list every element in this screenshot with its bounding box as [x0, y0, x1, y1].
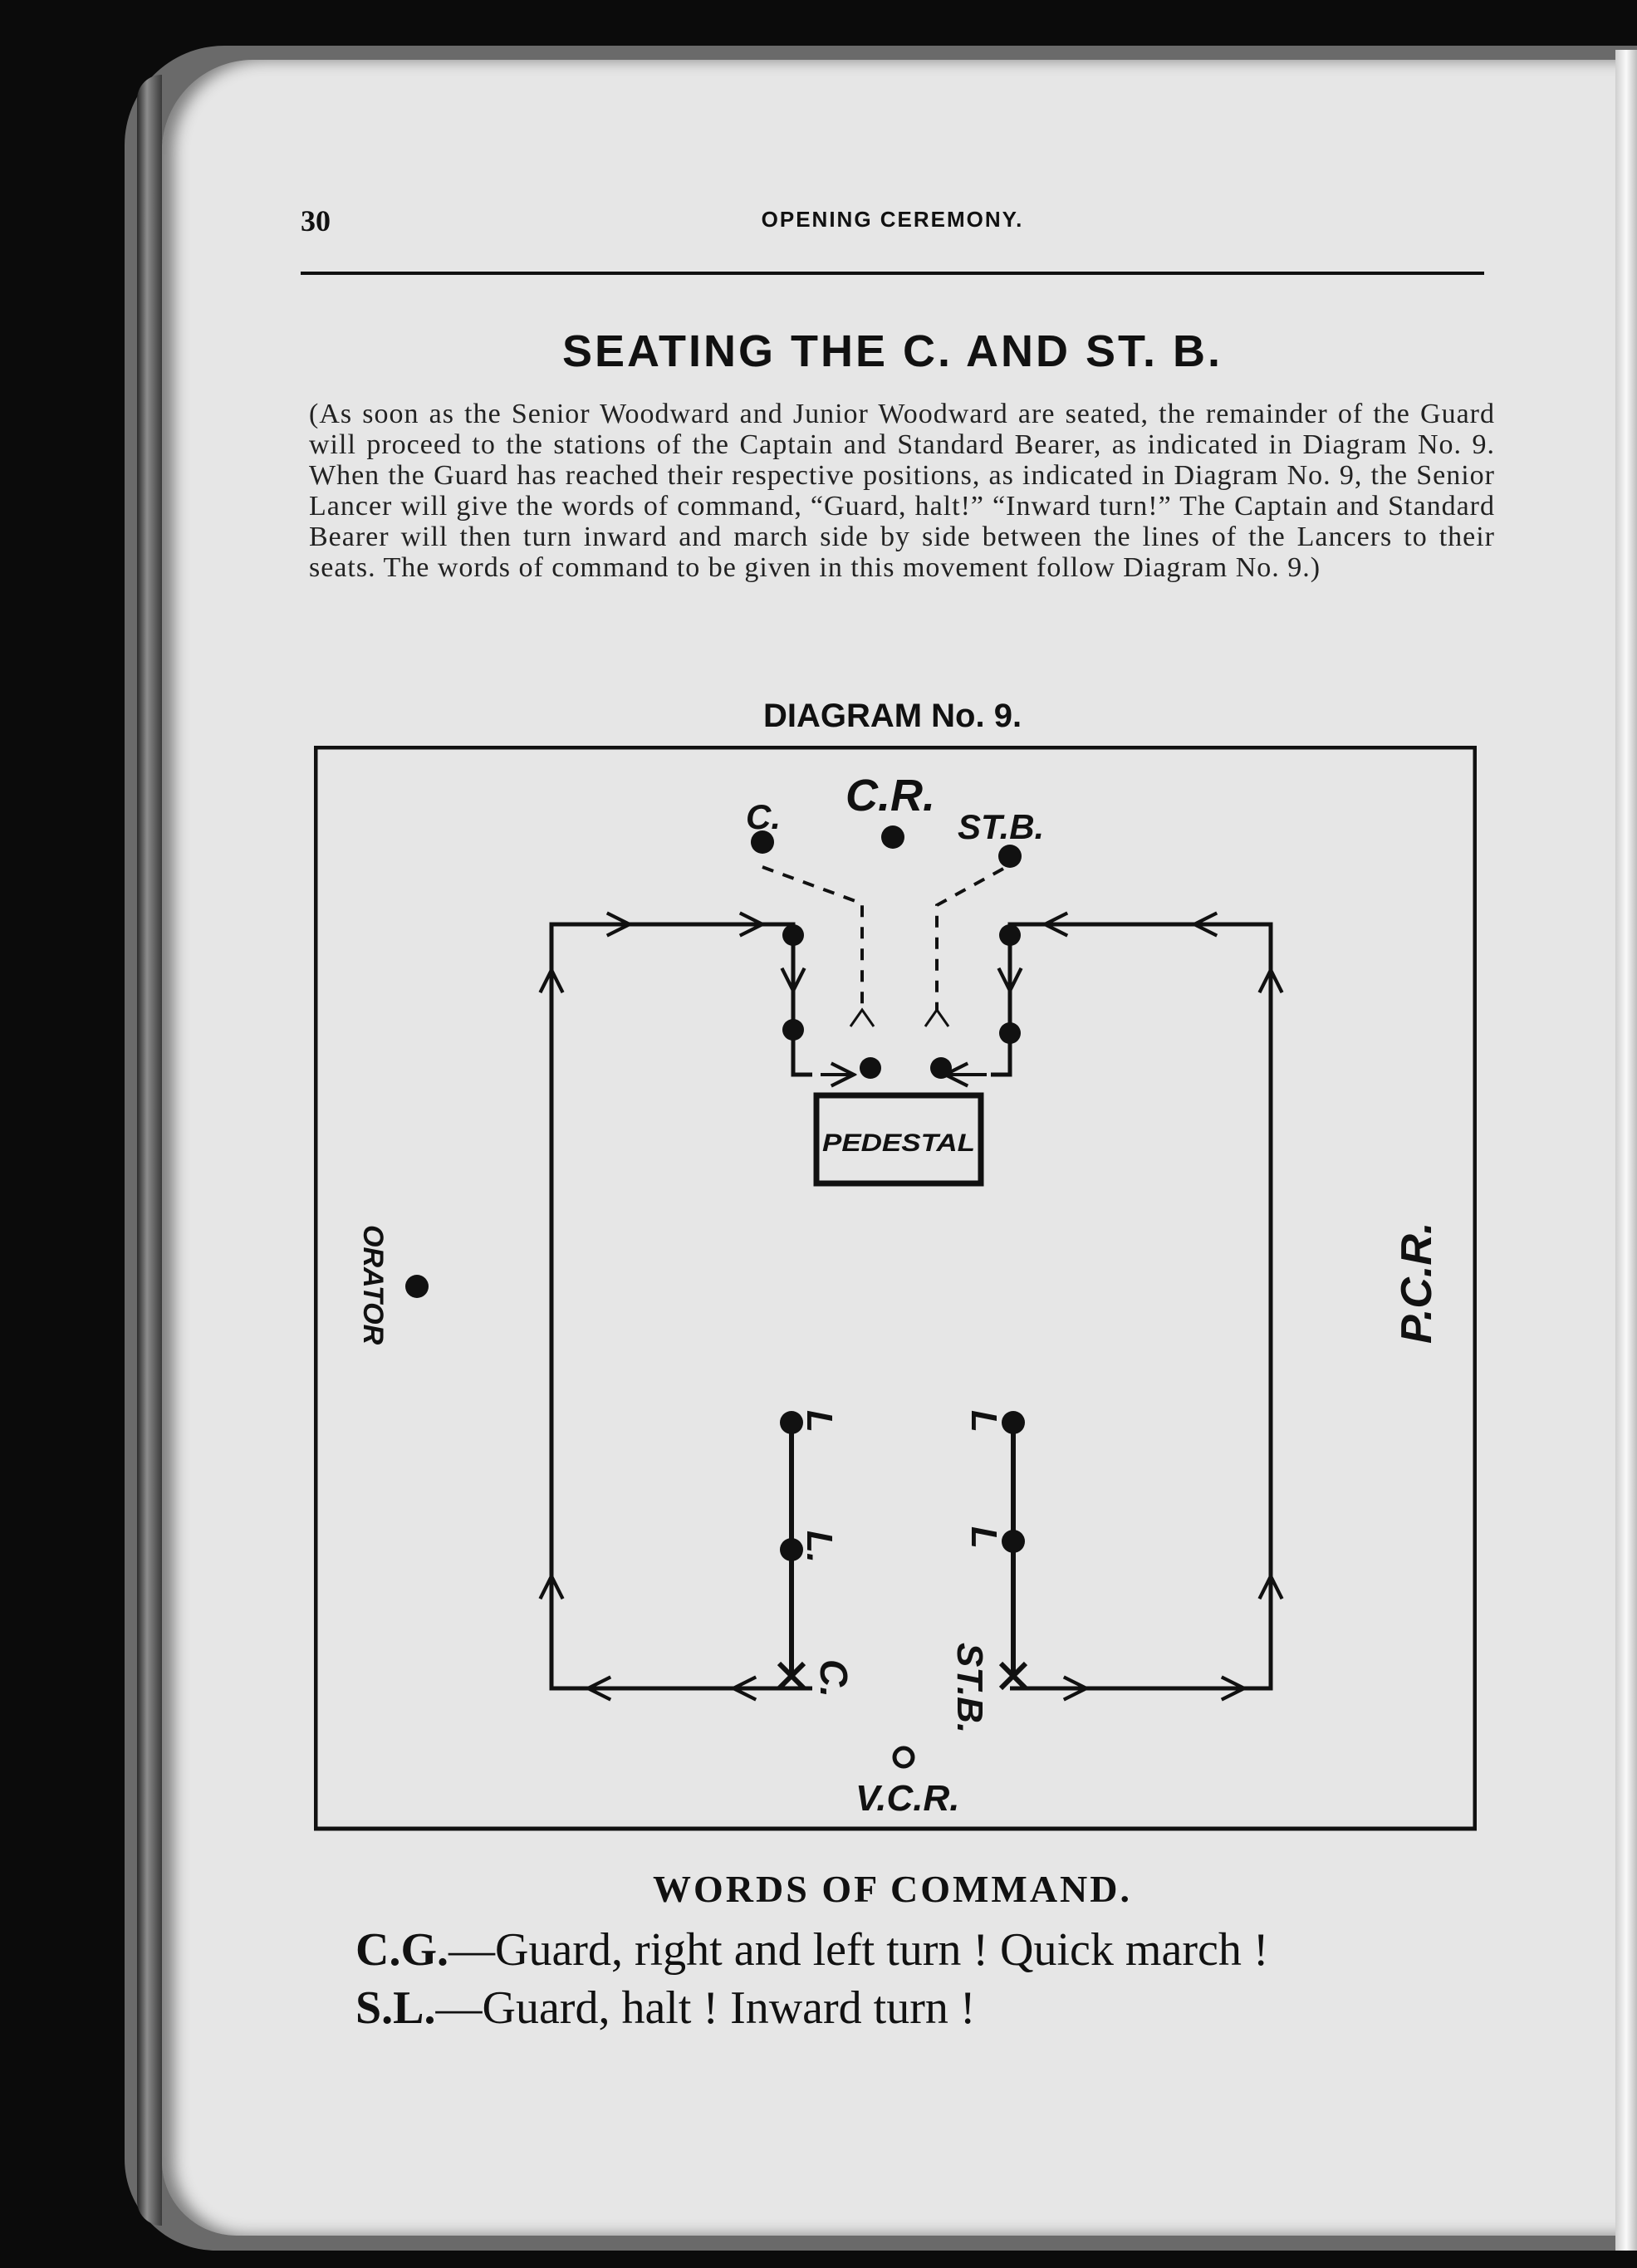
- left-lancer-dot-top: [780, 1411, 803, 1434]
- page-edge: [1615, 50, 1637, 2251]
- captain-up-arrow: [849, 1007, 875, 1027]
- label-vcr: V.C.R.: [855, 1778, 960, 1819]
- command-1-speaker: C.G.: [355, 1924, 448, 1976]
- command-2-text: —Guard, halt ! Inward turn !: [435, 1982, 976, 2034]
- left-route-dot-top: [782, 924, 804, 946]
- diagram-title: DIAGRAM No. 9.: [762, 698, 1022, 734]
- running-title: OPENING CEREMONY.: [761, 207, 1024, 232]
- label-orator: ORATOR: [357, 1225, 389, 1345]
- stb-up-arrow: [924, 1007, 950, 1027]
- stb-station-dot: [998, 845, 1022, 868]
- label-pcr: P.C.R.: [1393, 1222, 1441, 1344]
- stb-seat-dot: [930, 1057, 952, 1079]
- vcr-dot: [892, 1746, 915, 1769]
- command-2-speaker: S.L.: [355, 1982, 436, 2034]
- label-lancer-right-top: L: [963, 1410, 1004, 1433]
- stb-dashed-path: [935, 867, 1004, 1012]
- captain-station-dot: [751, 830, 774, 854]
- header-rule: [301, 272, 1484, 275]
- right-lancer-dot-top: [1002, 1411, 1025, 1434]
- diagram-9: C.R. C. ST.B. PEDESTAL ORATOR P.C.R. L L…: [314, 746, 1477, 1832]
- section-instructions: (As soon as the Senior Woodward and Juni…: [309, 399, 1495, 583]
- left-route-dot-mid: [782, 1019, 804, 1041]
- right-route-dot-top: [999, 924, 1021, 946]
- words-of-command-title: WORDS OF COMMAND.: [653, 1868, 1132, 1910]
- label-captain-top: C.: [746, 797, 781, 836]
- pedestal-box: [813, 1092, 984, 1187]
- orator-dot: [405, 1275, 429, 1298]
- label-captain-bottom: C.: [812, 1659, 855, 1697]
- stb-start-cross: [998, 1661, 1028, 1691]
- right-route-dot-mid: [999, 1022, 1021, 1044]
- command-line-2: S.L.—Guard, halt ! Inward turn !: [355, 1981, 976, 2035]
- cr-dot: [881, 825, 904, 849]
- captain-start-cross: [777, 1661, 806, 1691]
- label-cr: C.R.: [845, 771, 935, 820]
- right-lancer-dot-mid: [1002, 1530, 1025, 1553]
- captain-seat-dot: [860, 1057, 881, 1079]
- captain-dashed-path: [762, 865, 864, 1012]
- label-stb-bottom: ST.B.: [949, 1643, 990, 1733]
- diagram-frame: [314, 746, 1477, 1831]
- label-lancer-left-mid: L.: [799, 1531, 840, 1563]
- label-stb-top: ST.B.: [958, 807, 1044, 846]
- book-spine: [137, 75, 162, 2226]
- left-lancer-dot-mid: [780, 1538, 803, 1561]
- page-header: 30 OPENING CEREMONY.: [301, 203, 1484, 238]
- label-lancer-left-top: L: [799, 1410, 840, 1433]
- label-lancer-right-mid: L: [963, 1526, 1004, 1549]
- command-1-text: —Guard, right and left turn ! Quick marc…: [448, 1924, 1269, 1976]
- page-number: 30: [301, 204, 331, 238]
- command-line-1: C.G.—Guard, right and left turn ! Quick …: [355, 1923, 1268, 1977]
- right-march-route: [991, 922, 1273, 1691]
- label-pedestal: PEDESTAL: [822, 1129, 975, 1157]
- left-march-route: [549, 922, 812, 1691]
- section-title: SEATING THE C. AND ST. B.: [561, 326, 1223, 376]
